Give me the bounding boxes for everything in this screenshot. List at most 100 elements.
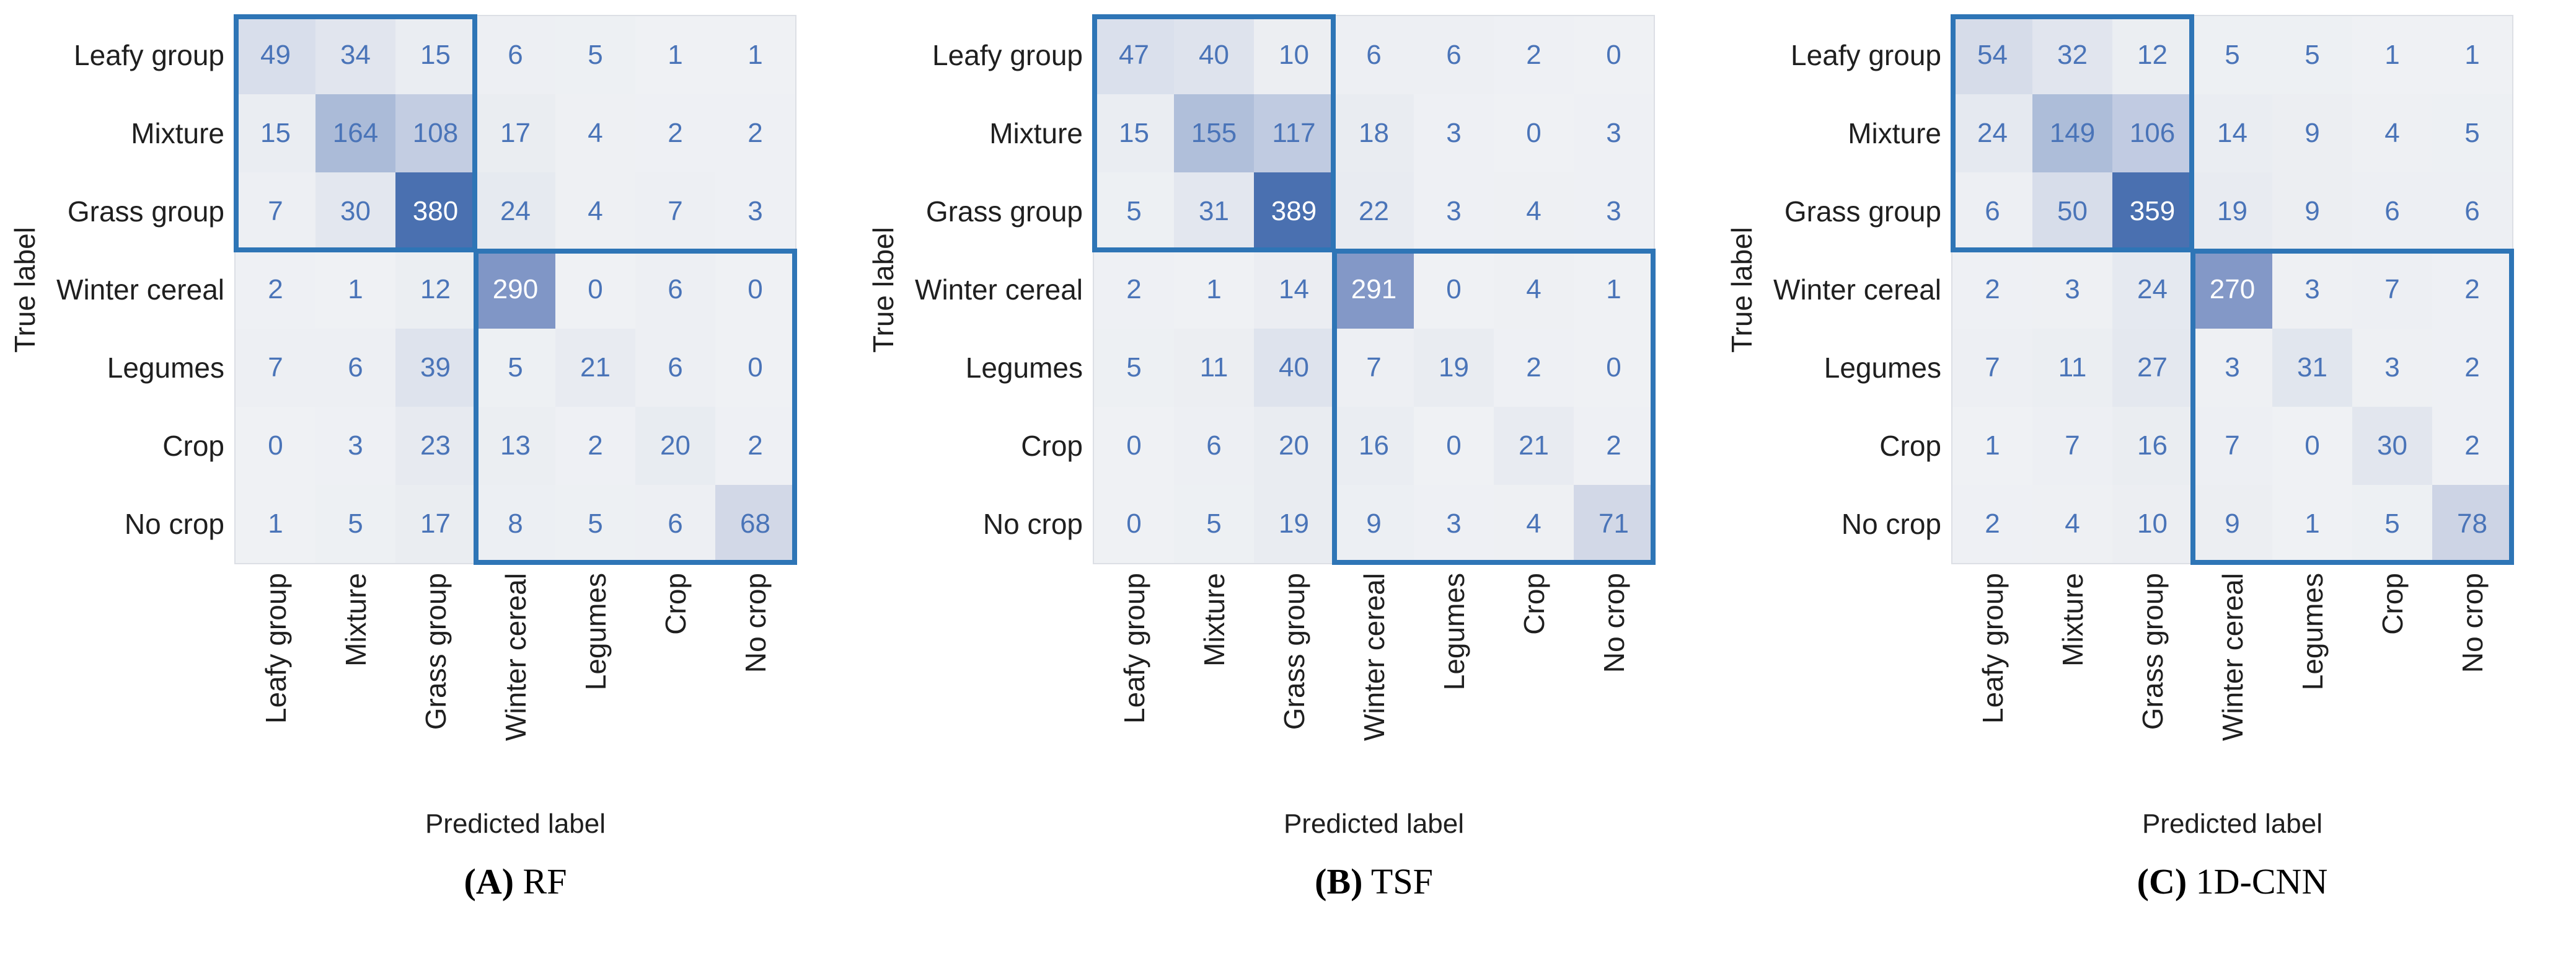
matrix-cell: 6: [635, 251, 715, 329]
x-tick-label: Grass group: [1277, 573, 1310, 730]
x-tick-label: Leafy group: [1118, 573, 1150, 724]
matrix-cell: 2: [555, 407, 635, 485]
x-tick: Mixture: [1174, 573, 1254, 791]
matrix-cell: 31: [2272, 329, 2352, 407]
matrix-cell: 2: [1094, 251, 1174, 329]
matrix-cell: 0: [1414, 407, 1494, 485]
caption-text: TSF: [1370, 861, 1433, 902]
matrix-cell: 291: [1334, 251, 1414, 329]
x-tick: Legumes: [555, 573, 635, 791]
y-tick-label: Crop: [1021, 430, 1083, 462]
matrix-cell: 2: [1494, 16, 1574, 94]
panel-caption: (B) TSF: [1094, 861, 1654, 902]
matrix-cell: 7: [236, 172, 315, 251]
x-tick: No crop: [2432, 573, 2512, 791]
x-tick-label: No crop: [739, 573, 772, 673]
matrix-cell: 7: [1334, 329, 1414, 407]
matrix-cell: 6: [475, 16, 555, 94]
matrix-cell: 6: [1414, 16, 1494, 94]
y-tick-label: No crop: [982, 508, 1083, 540]
matrix-cell: 8: [475, 485, 555, 563]
matrix-cell: 9: [1334, 485, 1414, 563]
matrix-cell: 2: [236, 251, 315, 329]
x-tick-label: Mixture: [1198, 573, 1230, 667]
caption-letter: (A): [464, 861, 514, 902]
matrix-cell: 6: [2432, 172, 2512, 251]
matrix-cell: 270: [2192, 251, 2272, 329]
y-tick-label: Leafy group: [74, 39, 224, 71]
matrix-cell: 359: [2112, 172, 2192, 251]
matrix-cell: 20: [1254, 407, 1334, 485]
matrix-cell: 0: [715, 251, 795, 329]
x-tick: Winter cereal: [2192, 573, 2272, 791]
matrix-cell: 34: [315, 16, 395, 94]
matrix-cell: 10: [1254, 16, 1334, 94]
matrix-cell: 3: [1574, 172, 1654, 251]
x-tick-label: Winter cereal: [2216, 573, 2249, 741]
matrix-cell: 155: [1174, 94, 1254, 172]
matrix-cell: 78: [2432, 485, 2512, 563]
matrix-cell: 5: [2192, 16, 2272, 94]
matrix-cell: 0: [1094, 407, 1174, 485]
x-tick-label: Crop: [2376, 573, 2409, 635]
x-tick: Winter cereal: [475, 573, 555, 791]
matrix-cell: 7: [2032, 407, 2112, 485]
matrix-cell: 7: [2192, 407, 2272, 485]
matrix-cell: 0: [1574, 16, 1654, 94]
x-tick: Grass group: [1254, 573, 1334, 791]
x-tick-label: Leafy group: [1976, 573, 2009, 724]
matrix-cell: 4: [555, 172, 635, 251]
x-tick: No crop: [715, 573, 795, 791]
matrix-cell: 3: [2192, 329, 2272, 407]
matrix-cell: 0: [1574, 329, 1654, 407]
x-tick-label: Mixture: [339, 573, 372, 667]
y-tick-label: Mixture: [131, 117, 224, 149]
matrix-cell: 2: [1952, 251, 2032, 329]
x-tick-label: No crop: [2456, 573, 2489, 673]
x-tick-label: Legumes: [2296, 573, 2329, 691]
matrix-cell: 3: [315, 407, 395, 485]
y-tick-label: Winter cereal: [1773, 273, 1941, 306]
matrix-cell: 4: [1494, 485, 1574, 563]
x-tick: Mixture: [2032, 573, 2112, 791]
y-tick-label: Crop: [1879, 430, 1941, 462]
matrix-cell: 40: [1174, 16, 1254, 94]
matrix-cell: 108: [395, 94, 475, 172]
y-axis-title: True label: [9, 226, 41, 353]
matrix-cell: 164: [315, 94, 395, 172]
matrix-cell: 3: [1414, 94, 1494, 172]
matrix-cell: 6: [315, 329, 395, 407]
matrix-cell: 15: [236, 94, 315, 172]
matrix-cell: 13: [475, 407, 555, 485]
matrix-cell: 39: [395, 329, 475, 407]
matrix-cell: 6: [635, 329, 715, 407]
matrix-cell: 4: [2352, 94, 2432, 172]
x-axis-title: Predicted label: [2142, 809, 2323, 839]
matrix-cell: 7: [2352, 251, 2432, 329]
matrix-cell: 5: [2352, 485, 2432, 563]
matrix-cell: 4: [555, 94, 635, 172]
matrix-cell: 24: [1952, 94, 2032, 172]
matrix-cell: 71: [1574, 485, 1654, 563]
matrix-cell: 11: [1174, 329, 1254, 407]
x-tick: Crop: [1494, 573, 1574, 791]
x-tick-label: Grass group: [419, 573, 452, 730]
y-tick-label: Legumes: [107, 352, 224, 384]
x-tick-label: Crop: [659, 573, 692, 635]
panel-caption: (A) RF: [236, 861, 795, 902]
matrix-cell: 2: [2432, 251, 2512, 329]
matrix-cell: 17: [395, 485, 475, 563]
y-axis-title-wrap: True label: [0, 16, 50, 563]
caption-text: 1D-CNN: [2195, 861, 2328, 902]
matrix-cell: 21: [1494, 407, 1574, 485]
matrix-cell: 23: [395, 407, 475, 485]
